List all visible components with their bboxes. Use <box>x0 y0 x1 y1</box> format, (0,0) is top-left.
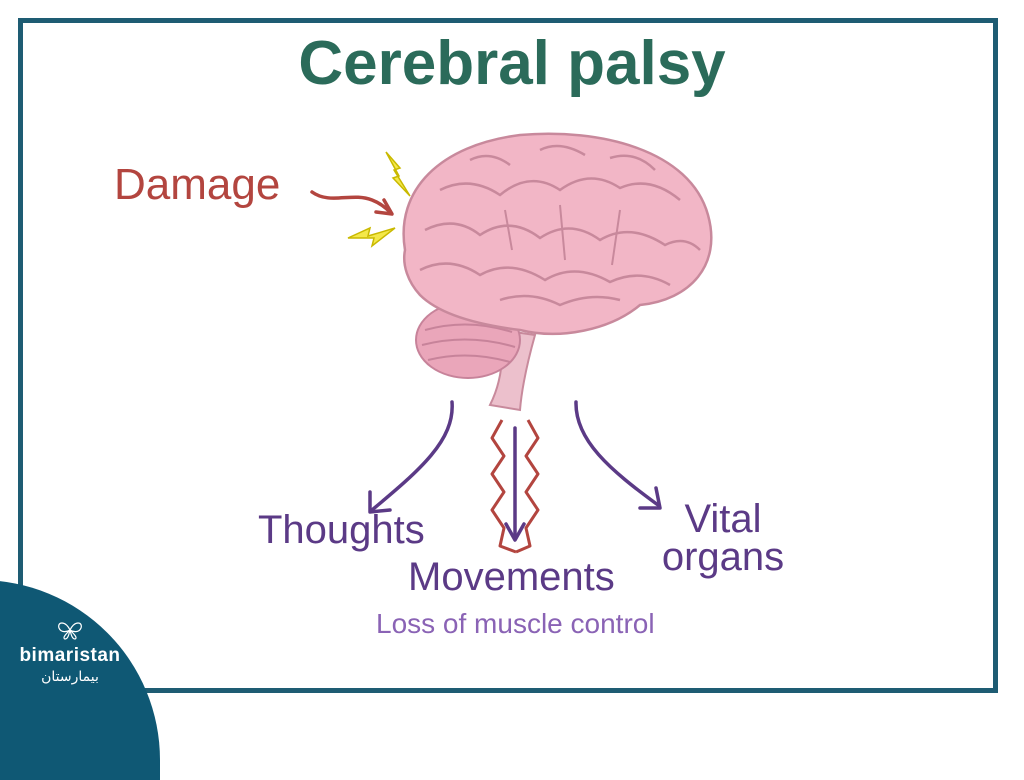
diagram-canvas <box>310 132 713 554</box>
lightning-bolt-icon <box>385 151 411 197</box>
page-title: Cerebral palsy <box>298 29 726 98</box>
loss-of-muscle-control-label: Loss of muscle control <box>376 608 655 639</box>
vital-organs-label-line1: Vital <box>684 497 762 541</box>
brand-logo: bimaristan بيمارستان <box>10 620 130 685</box>
brain-icon <box>402 132 713 412</box>
thoughts-arrow <box>368 400 454 514</box>
thoughts-label: Thoughts <box>258 508 425 552</box>
vital-organs-arrow <box>574 400 662 510</box>
butterfly-logo-icon <box>58 622 82 640</box>
damage-label: Damage <box>114 160 281 209</box>
border-frame <box>18 18 998 693</box>
vital-organs-label-line2: organs <box>661 535 785 579</box>
movements-label: Movements <box>408 555 615 599</box>
logo-name: bimaristan <box>19 645 121 666</box>
vital-organs-label: Vital organs <box>653 497 793 579</box>
damage-arrow <box>310 190 394 216</box>
logo-arabic: بيمارستان <box>41 669 99 685</box>
lightning-bolt-icon <box>347 226 396 248</box>
movements-arrow <box>490 419 540 554</box>
